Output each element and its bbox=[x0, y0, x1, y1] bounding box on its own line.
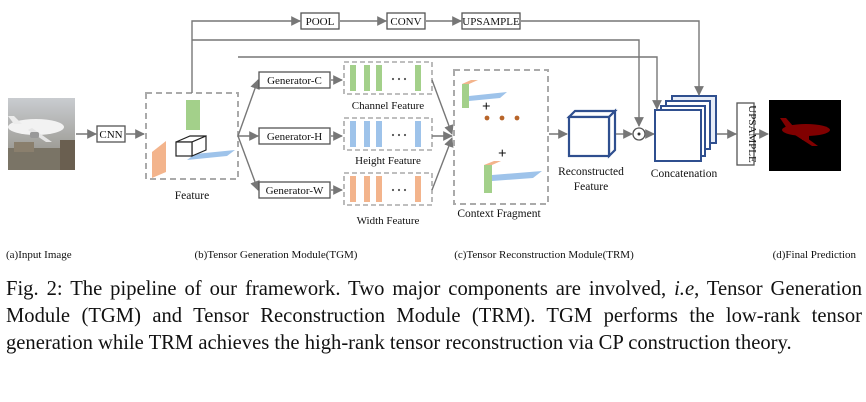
green-slice bbox=[186, 100, 200, 130]
figure-caption: Fig. 2: The pipeline of our framework. T… bbox=[6, 276, 862, 357]
height-slice-3 bbox=[376, 121, 382, 147]
cnn-box: CNN bbox=[96, 125, 126, 143]
conv-box: CONV bbox=[386, 12, 426, 30]
upsample-top-label: UPSAMPLE bbox=[462, 16, 520, 28]
caption-text-part1: The pipeline of our framework. Two major… bbox=[70, 278, 667, 300]
generator-h-label: Generator-H bbox=[267, 131, 322, 143]
width-ellipsis-dot bbox=[397, 188, 401, 192]
section-label-prediction: (d)Final Prediction bbox=[773, 249, 857, 261]
upsample-vertical-box: UPSAMPLE bbox=[736, 102, 758, 166]
height-slice-1 bbox=[350, 121, 356, 147]
section-label-trm: (c)Tensor Reconstruction Module(TRM) bbox=[454, 249, 634, 261]
feature-label: Feature bbox=[175, 190, 209, 202]
final-prediction-image bbox=[769, 100, 841, 171]
upsample-vertical-label: UPSAMPLE bbox=[746, 105, 758, 163]
height-slice-4 bbox=[415, 121, 421, 147]
upsample-top-box: UPSAMPLE bbox=[461, 12, 521, 30]
orange-slice bbox=[152, 141, 166, 178]
reconstructed-label-line1: Reconstructed bbox=[558, 166, 624, 178]
caption-label: Fig. 2: bbox=[6, 278, 63, 300]
context-fragment-label: Context Fragment bbox=[457, 208, 541, 220]
width-slice-2 bbox=[364, 176, 370, 202]
height-ellipsis-dot bbox=[391, 133, 395, 137]
height-feature-label: Height Feature bbox=[355, 155, 421, 167]
input-image bbox=[8, 98, 75, 170]
channel-ellipsis-dot bbox=[397, 77, 401, 81]
generator-h-box: Generator-H bbox=[258, 127, 331, 145]
ellipsis-dots bbox=[484, 115, 520, 121]
channel-feature-label: Channel Feature bbox=[352, 100, 425, 112]
reconstructed-label-line2: Feature bbox=[574, 181, 608, 193]
slice-feature-groups bbox=[343, 61, 433, 206]
blue-slice bbox=[187, 150, 235, 160]
generator-w-label: Generator-W bbox=[266, 185, 324, 197]
feature-group: Feature bbox=[145, 92, 239, 202]
height-ellipsis-dot bbox=[403, 133, 407, 137]
section-label-input: (a)Input Image bbox=[6, 249, 72, 261]
width-ellipsis-dot bbox=[391, 188, 395, 192]
channel-feature-box bbox=[343, 61, 433, 95]
channel-slice-2 bbox=[364, 65, 370, 91]
plus-sign-2: + bbox=[498, 146, 507, 162]
width-slice-1 bbox=[350, 176, 356, 202]
channel-ellipsis-dot bbox=[403, 77, 407, 81]
rank-one-fragment-1 bbox=[462, 80, 507, 108]
section-label-tgm: (b)Tensor Generation Module(TGM) bbox=[195, 249, 358, 261]
feature-cube bbox=[175, 135, 207, 157]
channel-ellipsis-dot bbox=[391, 77, 395, 81]
pipeline-diagram: CNN Feature Generator-C Generator-H Gene… bbox=[6, 12, 857, 261]
channel-slice-1 bbox=[350, 65, 356, 91]
pool-label: POOL bbox=[306, 16, 335, 28]
plus-sign-1: + bbox=[482, 99, 491, 115]
caption-text-part2: , Tensor Generation Module (TGM) and Ten… bbox=[6, 278, 863, 354]
width-feature-label: Width Feature bbox=[357, 215, 420, 227]
conv-label: CONV bbox=[390, 16, 421, 28]
width-slice-4 bbox=[415, 176, 421, 202]
height-feature-box bbox=[343, 117, 433, 151]
concatenation-label: Concatenation bbox=[651, 168, 718, 180]
generator-c-label: Generator-C bbox=[267, 75, 322, 87]
height-slice-2 bbox=[364, 121, 370, 147]
generator-w-box: Generator-W bbox=[258, 181, 331, 199]
context-fragment-dashed-box bbox=[453, 69, 549, 205]
pool-box: POOL bbox=[300, 12, 340, 30]
channel-slice-3 bbox=[376, 65, 382, 91]
width-slice-3 bbox=[376, 176, 382, 202]
height-ellipsis-dot bbox=[397, 133, 401, 137]
concatenation-stack bbox=[654, 95, 717, 162]
generator-c-box: Generator-C bbox=[258, 71, 331, 89]
channel-slice-4 bbox=[415, 65, 421, 91]
caption-ie: i.e bbox=[674, 278, 695, 300]
elementwise-product-node bbox=[632, 127, 646, 141]
width-ellipsis-dot bbox=[403, 188, 407, 192]
cnn-label: CNN bbox=[99, 129, 122, 141]
context-fragment-group: + + Context Fragment bbox=[453, 69, 549, 220]
rank-one-fragment-2 bbox=[484, 161, 542, 193]
reconstructed-feature-cube bbox=[566, 108, 618, 159]
